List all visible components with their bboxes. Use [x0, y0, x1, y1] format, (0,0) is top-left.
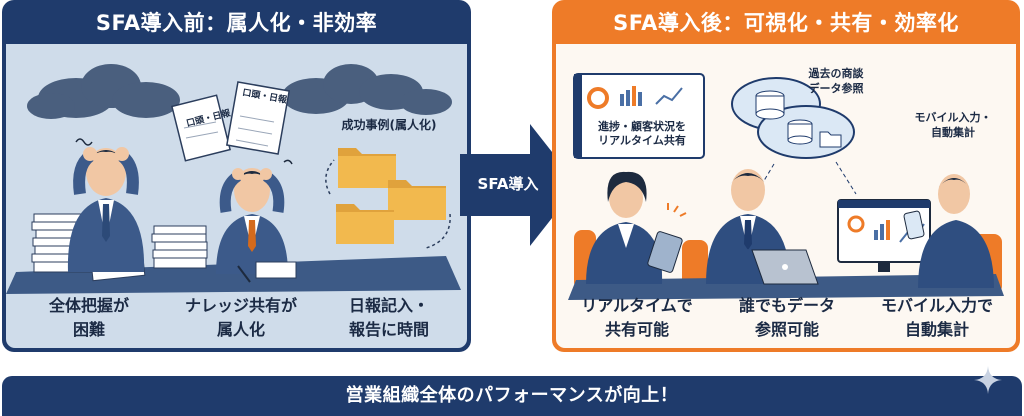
salesperson-with-phone — [903, 174, 994, 288]
folder-icon — [336, 204, 394, 244]
salesperson-with-tablet — [586, 171, 687, 284]
sparkle-icon — [974, 366, 1002, 394]
chair — [682, 240, 708, 290]
before-label-knowledge: ナレッジ共有が属人化 — [184, 296, 297, 339]
desk-surface — [6, 256, 461, 294]
stressed-salesperson-2 — [216, 159, 293, 274]
dashboard-screen — [573, 73, 705, 159]
before-label-reporting: 日報記入・報告に時間 — [348, 296, 429, 339]
paper-stack-middle — [151, 225, 208, 269]
folder-caption: 成功事例(属人化) — [341, 118, 437, 132]
mobile-caption: モバイル入力・自動集計 — [914, 111, 992, 139]
result-banner: 営業組織全体のパフォーマンスが向上！ — [2, 376, 1022, 416]
before-panel-title: SFA導入前：属人化・非効率 — [95, 11, 378, 35]
storm-cloud-left-icon — [27, 64, 180, 119]
salesperson-with-laptop — [706, 169, 819, 285]
before-panel: SFA導入前：属人化・非効率 — [2, 0, 471, 352]
after-panel: SFA導入後：可視化・共有・効率化 — [552, 0, 1020, 352]
cloud-database-icon — [731, 77, 855, 159]
after-label-realtime: リアルタイムで共有可能 — [581, 296, 693, 339]
paper-document-icon — [171, 94, 231, 162]
stressed-salesperson-1 — [67, 138, 145, 272]
after-label-data-access: 誰でもデータ参照可能 — [738, 296, 835, 339]
after-panel-title: SFA導入後：可視化・共有・効率化 — [613, 11, 959, 35]
paper-document-icon — [225, 81, 291, 155]
desk-memo — [255, 261, 297, 279]
storm-cloud-right-icon — [282, 64, 452, 115]
transition-arrow — [460, 124, 578, 246]
after-panel-body: 進捗・顧客状況をリアルタイム共有 過去の商談データ参照 モバイル入力・自動集計 … — [556, 44, 1016, 348]
folder-icon — [388, 180, 446, 220]
before-illustration — [6, 64, 461, 294]
after-label-mobile: モバイル入力で自動集計 — [880, 296, 993, 339]
dashed-flow-arrow — [325, 159, 335, 195]
before-label-overview: 全体把握が困難 — [48, 296, 129, 339]
before-panel-body: 口頭・日報 口頭・日報 成功事例(属人化) 全体把握が困難 ナレッジ共有が属人化… — [6, 44, 467, 348]
pen — [237, 265, 251, 283]
cloud-caption: 過去の商談データ参照 — [808, 67, 864, 95]
dashboard-caption: 進捗・顧客状況をリアルタイム共有 — [598, 120, 686, 147]
transition-arrow-label: SFA導入 — [477, 175, 539, 193]
meeting-table — [568, 274, 1004, 300]
after-illustration — [568, 73, 1004, 300]
folder-icon — [338, 148, 396, 188]
